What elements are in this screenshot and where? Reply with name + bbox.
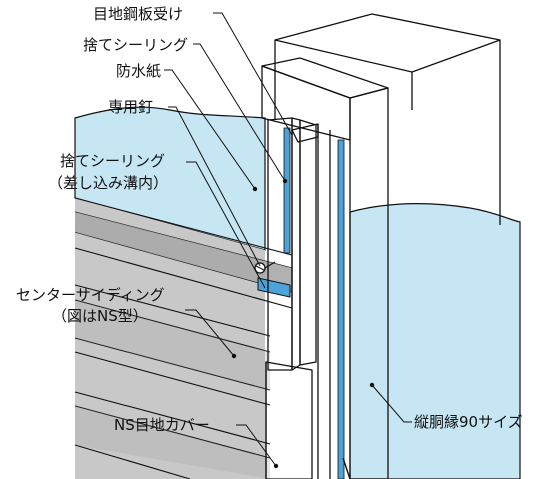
label-joint-receiver: 目地鋼板受け xyxy=(93,5,183,23)
vertical-trim xyxy=(261,57,389,479)
label-waterproof-paper: 防水紙 xyxy=(116,62,161,80)
label-center-siding-note: （図はNS型） xyxy=(52,307,148,325)
label-backing-sealing-groove-note: （差し込み溝内） xyxy=(48,174,168,192)
waterproof-paper-right xyxy=(349,203,521,479)
label-dedicated-nail: 専用釘 xyxy=(108,98,153,116)
dedicated-nail xyxy=(254,261,276,274)
joint-nail xyxy=(342,457,351,479)
leader-lines xyxy=(164,12,412,467)
post-top xyxy=(274,13,501,73)
label-backing-sealing-groove: 捨てシーリング xyxy=(60,152,165,170)
label-backing-sealing: 捨てシーリング xyxy=(83,36,188,54)
groove-sealant xyxy=(257,277,291,298)
ns-joint-cover xyxy=(265,361,313,479)
joint-receiver xyxy=(267,117,319,371)
label-vertical-trim: 縦胴縁90サイズ xyxy=(414,413,523,431)
center-siding xyxy=(74,197,293,479)
label-ns-joint-cover: NS目地カバー xyxy=(114,416,210,434)
label-center-siding: センターサイディング xyxy=(16,286,165,304)
labels: 目地鋼板受け 捨てシーリング 防水紙 専用釘 捨てシーリング （差し込み溝内） … xyxy=(16,5,523,434)
post-body xyxy=(274,40,501,225)
waterproof-paper-left xyxy=(74,106,266,251)
